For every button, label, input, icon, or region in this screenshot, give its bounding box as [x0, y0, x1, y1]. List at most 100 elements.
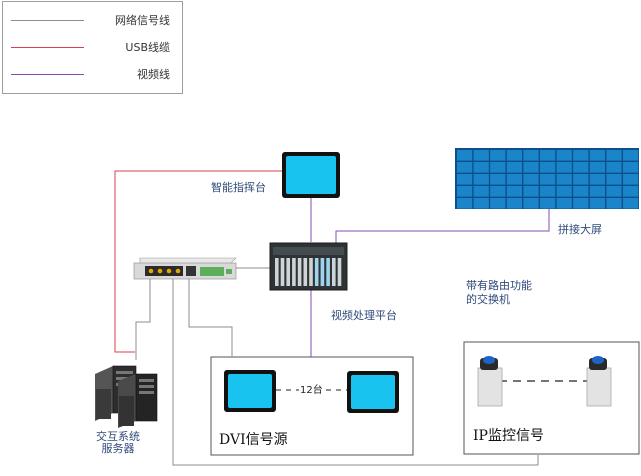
video-wall-tile [506, 198, 522, 209]
legend-item-video: 视频线 [3, 66, 184, 84]
ip-camera-left [477, 356, 503, 407]
video-platform-label: 视频处理平台 [331, 309, 397, 322]
legend-swatch-usb [11, 47, 84, 48]
video-wall-tile [506, 150, 522, 161]
video-wall-tile [457, 150, 473, 161]
video-wall [455, 148, 639, 209]
switch-label: 带有路由功能的交换机 [466, 279, 532, 306]
video-wall-tile [556, 174, 572, 185]
video-wall-tile [606, 186, 622, 197]
video-wall-tile [556, 150, 572, 161]
network-switch [133, 257, 237, 280]
legend-label-video: 视频线 [137, 68, 170, 81]
video-wall-tile [556, 186, 572, 197]
video-wall-tile [573, 150, 589, 161]
video-wall-tile [473, 186, 489, 197]
video-wall-tile [473, 150, 489, 161]
platform-slot [320, 258, 325, 286]
video-wall-tile [540, 162, 556, 173]
legend-label-network: 网络信号线 [115, 14, 170, 27]
dvi-monitor-right [347, 371, 399, 413]
video-wall-tile [490, 186, 506, 197]
legend: 网络信号线 USB线缆 视频线 [2, 1, 183, 94]
video-wall-tile [473, 198, 489, 209]
network-line-switch-server [135, 277, 151, 360]
video-wall-tile [457, 198, 473, 209]
video-wall-tile [506, 186, 522, 197]
video-wall-tile [523, 174, 539, 185]
legend-swatch-video [11, 74, 84, 75]
legend-label-usb: USB线缆 [125, 41, 170, 54]
video-wall-tile [540, 150, 556, 161]
video-wall-tile [473, 162, 489, 173]
platform-slot [297, 258, 302, 286]
video-wall-tile [623, 186, 639, 197]
ip-source-title: IP监控信号 [473, 428, 544, 444]
video-wall-tile [606, 198, 622, 209]
video-wall-tile [623, 150, 639, 161]
platform-slot [309, 258, 313, 286]
video-wall-tile [506, 162, 522, 173]
interactive-server-label: 交互系统服务器 [96, 430, 140, 455]
video-wall-tile [573, 198, 589, 209]
video-wall-tile [490, 150, 506, 161]
video-wall-tile [457, 186, 473, 197]
video-wall-tile [523, 198, 539, 209]
control-station-monitor [282, 152, 340, 198]
video-wall-tile [523, 162, 539, 173]
platform-slot [314, 258, 319, 286]
video-wall-tile [623, 198, 639, 209]
legend-item-network: 网络信号线 [3, 12, 184, 30]
video-wall-tile [540, 198, 556, 209]
video-wall-tile [589, 198, 605, 209]
platform-slot [275, 258, 279, 286]
video-wall-tile [540, 174, 556, 185]
video-wall-tile [589, 150, 605, 161]
usb-cable [114, 170, 284, 353]
control-station-label: 智能指挥台 [211, 181, 266, 194]
video-wall-tile [523, 186, 539, 197]
platform-slot [303, 258, 308, 286]
platform-slot [280, 258, 285, 286]
video-processing-platform [269, 242, 348, 291]
video-wall-tile [473, 174, 489, 185]
video-wall-tile [589, 186, 605, 197]
dvi-monitor-left [224, 370, 276, 412]
platform-slot [326, 258, 330, 286]
video-wall-tile [457, 174, 473, 185]
platform-slot [286, 258, 290, 286]
video-wall-tile [623, 174, 639, 185]
network-line-switch-ip [172, 278, 539, 466]
interactive-server [95, 365, 158, 428]
video-line-wall [335, 209, 550, 243]
video-wall-tile [606, 174, 622, 185]
video-wall-tile [556, 198, 572, 209]
video-wall-tile [490, 174, 506, 185]
legend-item-usb: USB线缆 [3, 39, 184, 57]
ip-camera-right [586, 356, 612, 407]
video-wall-tile [540, 186, 556, 197]
video-wall-tile [623, 162, 639, 173]
legend-swatch-network [11, 20, 84, 21]
video-wall-tile [457, 162, 473, 173]
video-wall-tile [506, 174, 522, 185]
monitor-count-label: 12台 [299, 384, 324, 397]
video-wall-tile [523, 150, 539, 161]
platform-slot [332, 258, 336, 286]
platform-slot [337, 258, 342, 286]
ip-source-box [463, 341, 640, 455]
dvi-source-title: DVI信号源 [219, 432, 288, 448]
video-wall-tile [573, 174, 589, 185]
network-line-switch-dvi [188, 277, 233, 357]
video-wall-tile [573, 186, 589, 197]
video-wall-tile [490, 198, 506, 209]
video-wall-label: 拼接大屏 [558, 223, 602, 236]
video-wall-tile [589, 174, 605, 185]
video-wall-tile [490, 162, 506, 173]
platform-slot [292, 258, 296, 286]
video-wall-tile [606, 150, 622, 161]
video-wall-tile [606, 162, 622, 173]
video-wall-tile [556, 162, 572, 173]
